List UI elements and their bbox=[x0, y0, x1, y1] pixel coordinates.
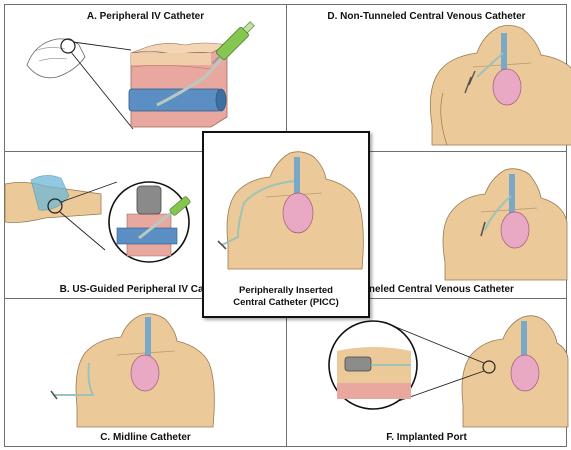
port-device-icon bbox=[344, 356, 372, 372]
picc-caption-line2: Central Catheter (PICC) bbox=[233, 297, 339, 308]
panel-d-caption: D. Non-Tunneled Central Venous Catheter bbox=[327, 11, 526, 22]
non-tunneled-cvc-illustration bbox=[429, 25, 571, 146]
magnify-circle bbox=[60, 38, 76, 54]
tunneled-cvc-illustration bbox=[442, 168, 568, 281]
panel-c-caption: C. Midline Catheter bbox=[100, 432, 191, 443]
heart-shape bbox=[282, 192, 314, 234]
picc-illustration bbox=[217, 151, 364, 270]
midline-catheter-illustration bbox=[50, 313, 215, 428]
heart-shape bbox=[492, 68, 522, 106]
heart-shape bbox=[500, 211, 530, 249]
heart-shape bbox=[510, 354, 540, 392]
heart-shape bbox=[130, 354, 160, 392]
syringe-icon bbox=[211, 21, 255, 65]
panel-c-midline: C. Midline Catheter bbox=[4, 298, 287, 447]
panel-f-caption: F. Implanted Port bbox=[386, 432, 467, 443]
center-picc-panel: Peripherally Inserted Central Catheter (… bbox=[202, 131, 370, 318]
picc-caption: Peripherally Inserted Central Catheter (… bbox=[204, 285, 368, 309]
panel-f-implanted-port: F. Implanted Port bbox=[286, 298, 569, 447]
implanted-port-illustration bbox=[328, 315, 569, 428]
picc-caption-line1: Peripherally Inserted bbox=[239, 285, 333, 296]
peripheral-iv-illustration bbox=[26, 21, 255, 130]
us-guided-piv-illustration bbox=[4, 175, 191, 263]
magnify-circle bbox=[47, 198, 63, 214]
panel-a-peripheral-iv: A. Peripheral IV Catheter bbox=[4, 4, 287, 152]
panel-e-caption: E. Tunneled Central Venous Catheter bbox=[339, 284, 514, 295]
catheter-line bbox=[156, 47, 233, 107]
magnify-circle bbox=[482, 360, 496, 374]
vein-cylinder bbox=[128, 88, 222, 112]
panel-a-caption: A. Peripheral IV Catheter bbox=[86, 11, 205, 22]
panel-d-non-tunneled-cvc: D. Non-Tunneled Central Venous Catheter bbox=[286, 4, 571, 152]
panel-b-caption: B. US-Guided Peripheral IV Catheter bbox=[59, 284, 232, 295]
ultrasound-probe-icon bbox=[136, 185, 162, 215]
